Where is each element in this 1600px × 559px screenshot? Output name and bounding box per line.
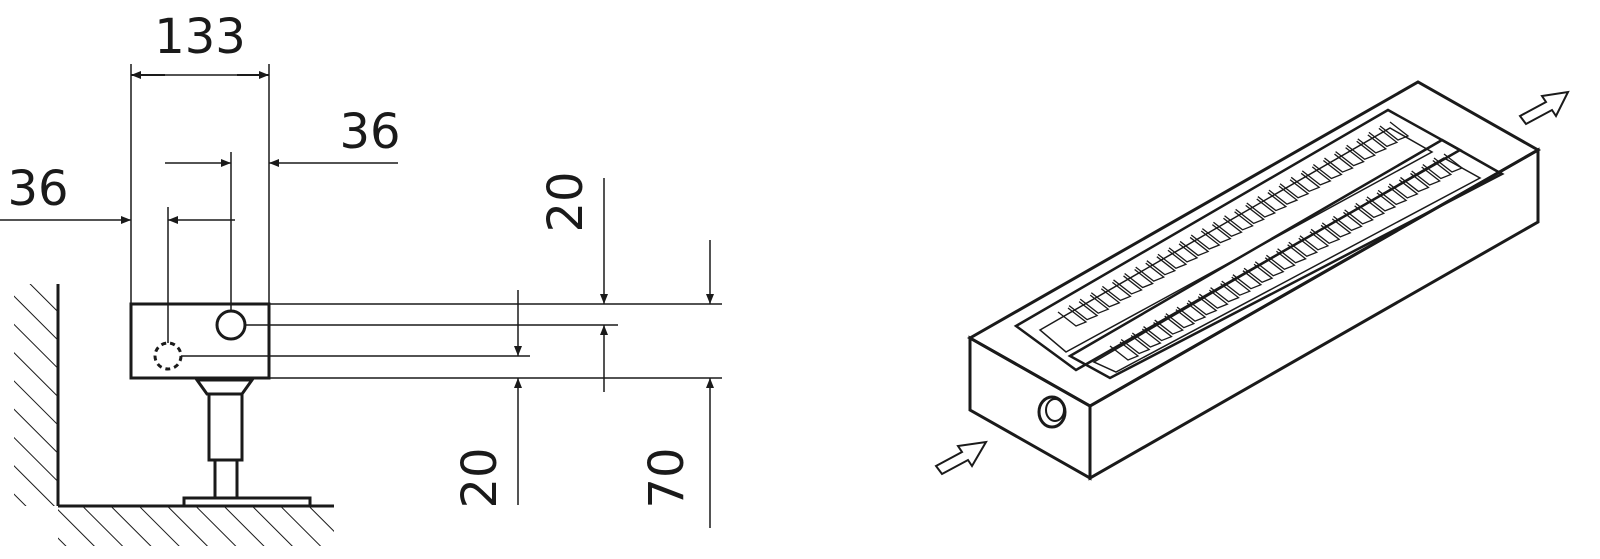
grille-fin: [1324, 153, 1354, 173]
grille-fin: [1124, 269, 1154, 289]
dimension-width: 133: [130, 9, 270, 304]
grille-channel-back: [1013, 108, 1463, 372]
grille-fin: [1143, 322, 1173, 342]
side-connection-port: [1037, 395, 1067, 429]
grille-fin: [1254, 257, 1285, 277]
grille-fin: [1102, 281, 1132, 302]
side-elevation: 133 36 36 20: [0, 9, 722, 546]
grille-fin: [1411, 166, 1441, 186]
grille-fin: [1310, 224, 1341, 245]
grille-fin: [1168, 243, 1199, 263]
grille-fin: [1368, 127, 1399, 148]
grille-fin: [1090, 288, 1121, 308]
grille-fin: [1379, 121, 1410, 141]
grille-fin: [1120, 335, 1151, 355]
extension-lines: [181, 303, 722, 379]
grille-fin: [1312, 159, 1343, 180]
fins-back: [1057, 121, 1410, 327]
grille-fin: [1113, 275, 1143, 295]
grille-fin: [1257, 192, 1288, 212]
grille-fin: [1366, 192, 1397, 212]
isometric-view: [934, 80, 1570, 481]
grille-fin: [1057, 307, 1088, 327]
grille-fin: [1335, 147, 1365, 167]
grille-fin: [1301, 166, 1332, 186]
dimension-offset-left: 36: [0, 161, 235, 343]
grille-fin: [1165, 309, 1196, 329]
grille-fin: [1377, 185, 1408, 206]
grille-fin: [1187, 296, 1218, 316]
grille-fin: [1279, 179, 1310, 199]
grille-fin: [1179, 236, 1210, 257]
grille-fin: [1131, 328, 1162, 348]
dimension-width-label: 133: [154, 9, 246, 65]
grille-fin: [1400, 172, 1430, 193]
grille-fin: [1221, 276, 1252, 296]
grille-fin: [1268, 185, 1299, 205]
grille-fin: [1210, 283, 1240, 303]
dimension-height-total: 70: [639, 240, 714, 528]
grille-fin: [1154, 315, 1184, 335]
grille-fin: [1344, 205, 1374, 225]
grille-fin: [1277, 244, 1307, 264]
hidden-connection-port: [153, 341, 183, 371]
fins-front: [1109, 153, 1464, 361]
dimension-offset-top: 36: [165, 104, 401, 312]
grille-fin: [1079, 294, 1110, 314]
grille-fin: [1157, 249, 1188, 270]
dimension-height-lower-label: 20: [452, 447, 508, 508]
grille-fin: [1355, 198, 1386, 219]
radiator-box: [966, 80, 1542, 481]
grille-fin: [1433, 153, 1464, 173]
dimension-offset-top-label: 36: [339, 104, 400, 160]
grille-fin: [1224, 211, 1254, 231]
radiator-body: [129, 302, 271, 380]
dimension-height-lower: 20: [452, 290, 522, 509]
top-connection-port: [215, 309, 247, 341]
grille-fin: [1357, 134, 1388, 154]
grille-fin: [1146, 256, 1177, 276]
grille-fin: [1176, 302, 1207, 322]
wall: [14, 284, 60, 506]
grille-fin: [1213, 217, 1243, 237]
grille-fin: [1346, 140, 1376, 160]
dimension-offset-left-label: 36: [7, 161, 68, 217]
grille-fin: [1321, 218, 1352, 238]
grille-fin: [1109, 341, 1140, 361]
arrow-inlet-icon: [934, 440, 988, 476]
grille-fin: [1246, 198, 1277, 218]
grille-fin: [1068, 301, 1099, 321]
dimension-height-upper: 20: [538, 171, 608, 392]
grille-fin: [1388, 179, 1419, 199]
grille-fin: [1135, 262, 1166, 282]
support-foot: [182, 378, 312, 508]
grille-fin: [1243, 263, 1274, 283]
grille-fin: [1190, 230, 1221, 250]
grille-fin: [1201, 224, 1232, 244]
grille-fin: [1266, 250, 1296, 270]
grille-fin: [1422, 159, 1453, 180]
dimension-height-total-label: 70: [639, 447, 695, 508]
grille-fin: [1232, 270, 1263, 290]
arrow-outlet-icon: [1518, 90, 1570, 126]
grille-fin: [1290, 172, 1321, 193]
grille-fin: [1333, 211, 1363, 232]
grille-fin: [1288, 237, 1319, 258]
grille-fin: [1235, 204, 1265, 225]
dimension-height-upper-label: 20: [538, 171, 594, 232]
grille-fin: [1299, 231, 1330, 251]
floor: [58, 504, 334, 546]
grille-fin: [1198, 289, 1229, 309]
